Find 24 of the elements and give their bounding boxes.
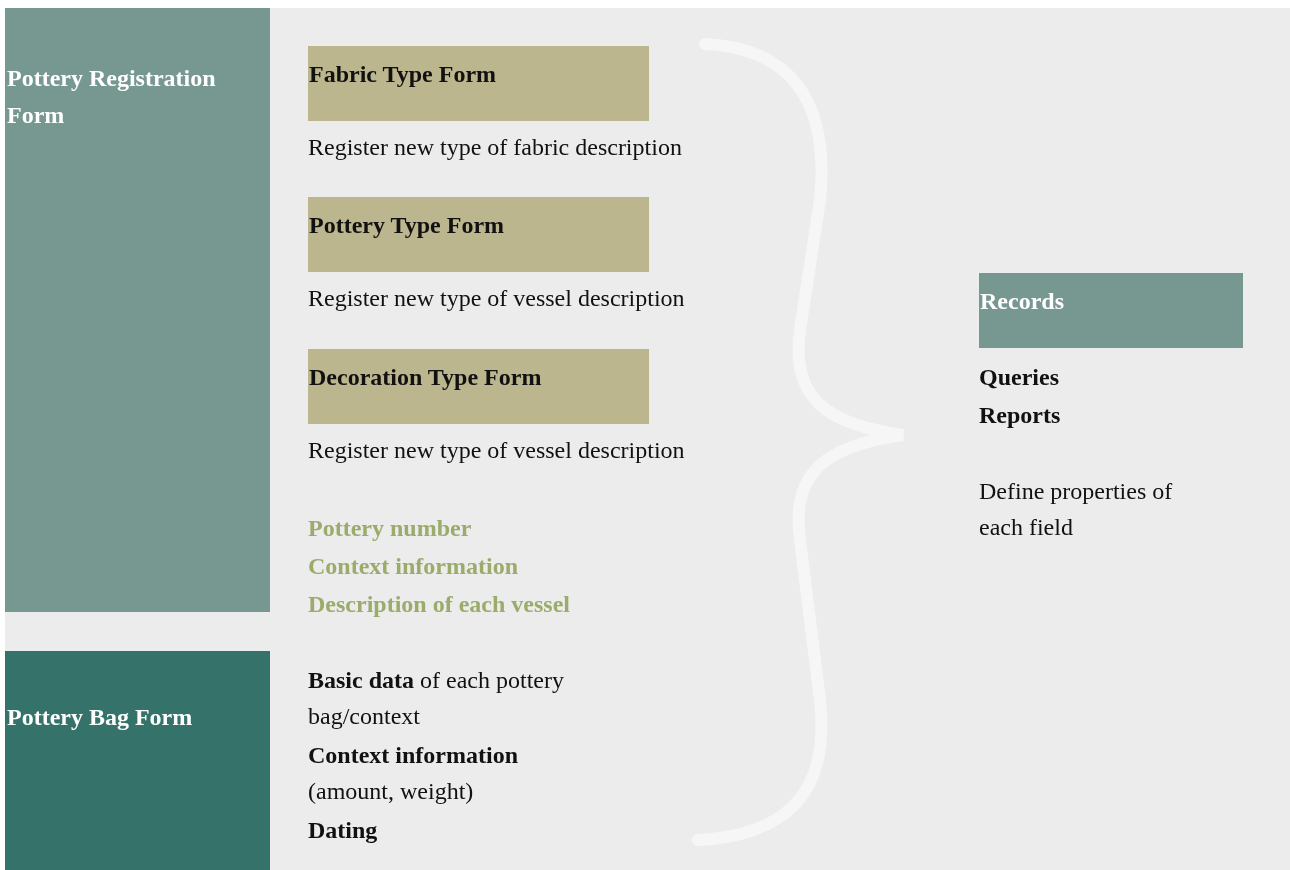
node-title: Decoration Type Form bbox=[309, 363, 542, 392]
panel-box bbox=[979, 273, 1243, 348]
form-box bbox=[308, 197, 649, 272]
node-title: Fabric Type Form bbox=[309, 60, 497, 89]
node-title: Pottery Bag Form bbox=[7, 703, 193, 732]
panel-box bbox=[5, 8, 270, 612]
description-text: Register new type of vessel description bbox=[308, 284, 685, 313]
panel-box bbox=[5, 651, 270, 870]
description-text: Register new type of vessel description bbox=[308, 436, 685, 465]
heading-text: Reports bbox=[979, 401, 1061, 430]
node-title: Records bbox=[980, 287, 1064, 316]
heading-text: Queries bbox=[979, 363, 1059, 392]
heading-text: Description of each vessel bbox=[308, 590, 570, 619]
heading-text: Dating bbox=[308, 816, 378, 845]
node-title: Pottery Type Form bbox=[309, 211, 505, 240]
form-box bbox=[308, 349, 649, 424]
description-text: Register new type of fabric description bbox=[308, 133, 682, 162]
note-text: Define properties of each field bbox=[979, 477, 1174, 542]
heading-text: Context information bbox=[308, 552, 518, 581]
form-box bbox=[308, 46, 649, 121]
node-title: Pottery Registration Form bbox=[7, 64, 217, 130]
note-text: Basic data of each pottery bag/context bbox=[308, 666, 565, 731]
heading-text: Pottery number bbox=[308, 514, 472, 543]
note-text: Context information (amount, weight) bbox=[308, 741, 519, 806]
